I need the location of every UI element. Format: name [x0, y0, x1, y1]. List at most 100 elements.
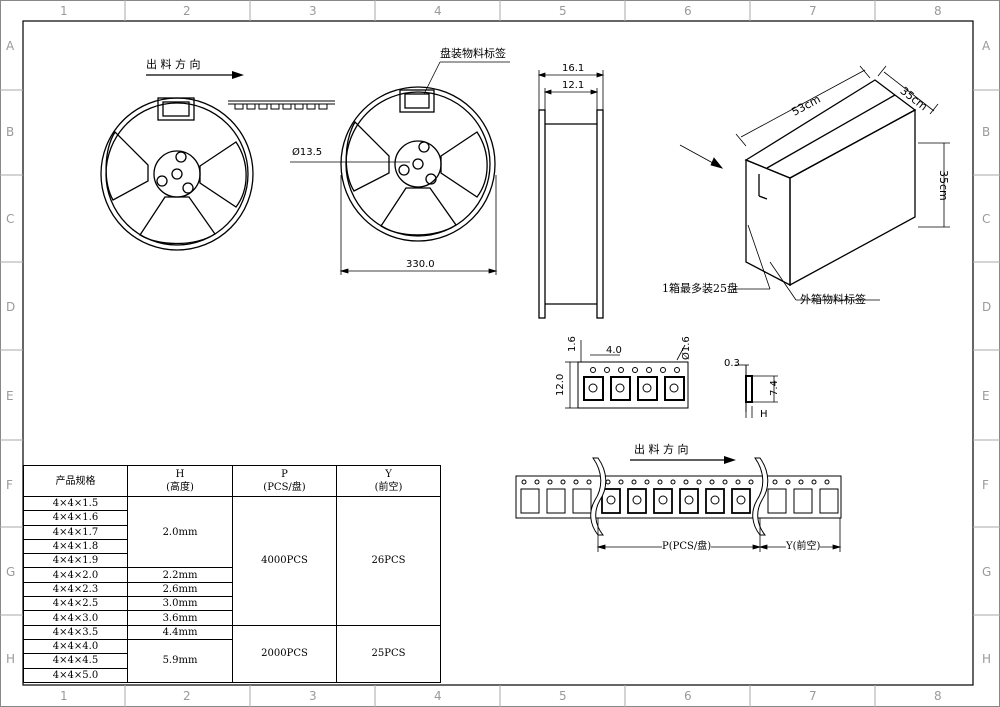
box-dims: [679, 65, 950, 301]
tape-side: [735, 364, 778, 418]
grid-col-8-bottom: 8: [934, 689, 942, 703]
grid-row-d-right: D: [982, 300, 992, 314]
spec-cell: 4×4×1.5: [23, 495, 128, 512]
spec-cell: 4×4×5.0: [23, 667, 128, 683]
grid-row-f-right: F: [982, 478, 989, 492]
cavity-label: 7.4: [769, 380, 780, 396]
grid-row-e-left: E: [6, 389, 14, 403]
spec-cell: 4×4×1.6: [23, 510, 128, 526]
grid-col-7-bottom: 7: [809, 689, 817, 703]
grid-col-1-bottom: 1: [60, 689, 68, 703]
shipping-box: [744, 79, 917, 287]
spec-cell: 4×4×1.7: [23, 524, 128, 540]
height-cell: 3.0mm: [127, 596, 233, 612]
reel-diameter-label: 330.0: [406, 259, 435, 270]
reel-side-view: [538, 109, 604, 319]
grid-row-g-left: G: [6, 565, 16, 579]
reel-side-dims: [537, 70, 605, 110]
hole-size-label: 1.6: [567, 336, 578, 352]
box-label-callout: 外箱物料标签: [800, 293, 866, 306]
box-capacity-note: 1箱最多装25盘: [662, 282, 738, 295]
spec-cell: 4×4×2.0: [23, 567, 128, 583]
table-row: 4×4×5.0: [23, 667, 441, 683]
height-cell: 4.4mm: [127, 624, 233, 640]
table-row: 4×4×1.5 2.0mm 4000PCS 26PCS: [23, 495, 441, 626]
tape-strip-small: [228, 100, 335, 110]
pitch-label: 4.0: [606, 345, 622, 356]
direction-arrow-top: [146, 71, 244, 79]
direction-label-top: 出 料 方 向: [146, 58, 201, 71]
height-cell: 2.0mm: [127, 495, 233, 569]
grid-row-c-left: C: [6, 212, 15, 226]
grid-col-3-bottom: 3: [309, 689, 317, 703]
front-empty-cell: 25PCS: [336, 624, 441, 683]
hub-diameter-label: Ø13.5: [292, 147, 323, 158]
grid-col-1-top: 1: [60, 4, 68, 18]
p-dim-label: P(PCS/盘): [662, 541, 712, 552]
reel-label-callout: 盘装物料标签: [440, 47, 506, 60]
grid-col-4-bottom: 4: [434, 689, 442, 703]
pcs-cell: 4000PCS: [232, 496, 337, 626]
spec-cell: 4×4×4.0: [23, 638, 128, 655]
height-cell: 3.6mm: [127, 610, 233, 626]
grid-row-h-right: H: [982, 652, 992, 666]
grid-col-6-bottom: 6: [684, 689, 692, 703]
spec-header-row: 产品规格 H(高度) P(PCS/盘) Y(前空): [23, 465, 441, 497]
spec-cell: 4×4×3.5: [23, 624, 128, 640]
tape-detail: [565, 340, 689, 409]
grid-col-5-top: 5: [559, 4, 567, 18]
thickness-label: 0.3: [724, 358, 740, 369]
front-empty-cell: 26PCS: [336, 496, 441, 626]
height-symbol-label: H: [760, 409, 768, 420]
grid-col-6-top: 6: [684, 4, 692, 18]
table-row: 4×4×2.5 3.0mm: [23, 596, 441, 612]
spec-cell: 4×4×2.3: [23, 581, 128, 598]
grid-row-f-left: F: [6, 478, 13, 492]
tape-break-marks: [590, 457, 769, 536]
spec-cell: 4×4×3.0: [23, 610, 128, 626]
spec-table: 产品规格 H(高度) P(PCS/盘) Y(前空) 4×4×1.5 2.0mm …: [23, 465, 441, 683]
tape-width-label: 12.0: [555, 373, 566, 396]
reel-width-inner-label: 12.1: [562, 80, 585, 91]
direction-arrow-bottom: [630, 456, 736, 464]
spec-cell: 4×4×1.9: [23, 553, 128, 569]
grid-row-b-left: B: [6, 125, 15, 139]
pcs-cell: 2000PCS: [232, 624, 337, 683]
hole-diameter-label: Ø1.6: [681, 336, 692, 360]
spec-cell: 4×4×4.5: [23, 653, 128, 669]
direction-label-bottom: 出 料 方 向: [634, 443, 689, 456]
reel-width-outer-label: 16.1: [562, 63, 585, 74]
y-dim-label: Y(前空): [786, 541, 821, 552]
table-row: 4×4×2.3 2.6mm: [23, 581, 441, 598]
spec-cell: 4×4×2.5: [23, 596, 128, 612]
header-front-empty: Y(前空): [336, 465, 441, 497]
grid-col-2-bottom: 2: [183, 689, 191, 703]
header-spec: 产品规格: [23, 465, 128, 497]
table-row: 4×4×2.0 2.2mm: [23, 567, 441, 583]
grid-row-c-right: C: [982, 212, 991, 226]
grid-col-8-top: 8: [934, 4, 942, 18]
grid-col-7-top: 7: [809, 4, 817, 18]
grid-col-4-top: 4: [434, 4, 442, 18]
spec-cell: 4×4×1.8: [23, 538, 128, 555]
grid-col-3-top: 3: [309, 4, 317, 18]
height-cell: 2.6mm: [127, 581, 233, 598]
grid-row-d-left: D: [6, 300, 16, 314]
reel-middle: [340, 86, 496, 242]
header-height: H(高度): [127, 465, 233, 497]
header-pcs: P(PCS/盘): [232, 465, 337, 497]
height-cell: 2.2mm: [127, 567, 233, 583]
tape-strip-long: [515, 475, 842, 519]
box-height-label: 35cm: [937, 170, 950, 201]
grid-row-b-right: B: [982, 125, 991, 139]
reel-left: [100, 97, 254, 251]
height-cell: 5.9mm: [127, 638, 233, 683]
grid-row-a-right: A: [982, 39, 991, 53]
grid-row-a-left: A: [6, 39, 15, 53]
grid-row-e-right: E: [982, 389, 990, 403]
grid-col-5-bottom: 5: [559, 689, 567, 703]
table-row: 4×4×3.5 4.4mm 2000PCS 25PCS: [23, 624, 441, 683]
reel-middle-dims: [290, 61, 510, 275]
